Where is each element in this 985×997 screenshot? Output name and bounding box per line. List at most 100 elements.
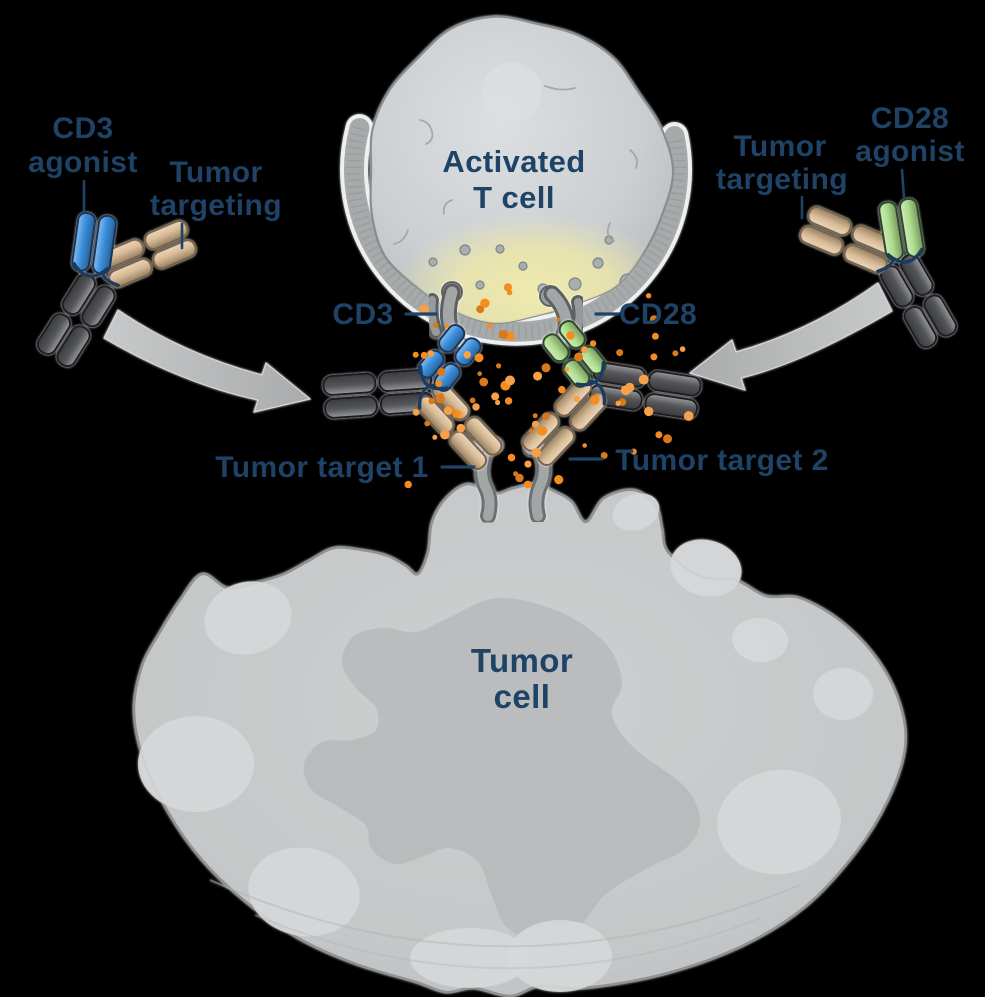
bispecific-antibody-cd3-tumor1 — [322, 323, 503, 471]
capsule-segment — [807, 205, 852, 237]
cytokine-dot — [649, 315, 659, 324]
cytokine-dot — [528, 428, 534, 434]
cytokine-dot — [432, 434, 438, 440]
tumor-cell-light-blob — [410, 928, 530, 988]
cytokine-dot — [463, 351, 472, 359]
cytokine-dot — [582, 443, 587, 448]
cytokine-dot — [524, 460, 532, 468]
cytokine-dot — [541, 363, 551, 373]
capsule-segment — [903, 305, 938, 349]
granule — [495, 244, 505, 254]
cytokine-dot — [495, 399, 501, 406]
cytokine-dot — [531, 420, 540, 428]
label-tumor-targeting-left-line1: Tumor — [169, 156, 262, 189]
cytokine-dot — [498, 329, 508, 340]
cytokine-dot — [424, 420, 431, 427]
tumor-cell-texture-arc — [254, 914, 761, 970]
capsule-segment — [542, 333, 570, 363]
cytokine-dot — [558, 385, 566, 394]
cytokine-dot — [428, 397, 435, 405]
cytokine-dot — [616, 349, 624, 357]
cytokine-dot — [419, 304, 430, 315]
cytokine-dot — [663, 434, 672, 444]
cytokine-dot — [440, 429, 450, 440]
cytokine-dot — [444, 323, 450, 328]
tumor-cell-light-blob — [670, 539, 742, 597]
cytokine-dot — [590, 395, 600, 405]
capsule-segment — [799, 225, 844, 256]
hinge-staple — [575, 360, 606, 387]
capsule-segment — [322, 372, 377, 396]
antibody-cd28-agonist-tumor-targeting — [799, 197, 958, 349]
cytokine-dot — [432, 322, 439, 328]
cytokine-dot — [469, 397, 476, 404]
cytokine-dot — [412, 351, 419, 358]
granule — [459, 244, 471, 256]
capsule-segment — [899, 253, 934, 297]
label-activated-t-cell-line1: Activated — [442, 144, 585, 179]
cytokine-dot — [506, 332, 516, 341]
label-activated-t-cell-line2: T cell — [473, 180, 555, 215]
tumor-cell-light-blob — [813, 668, 873, 720]
capsule-segment — [647, 370, 702, 397]
cytokine-dot — [452, 409, 461, 418]
capsule-segment — [36, 312, 72, 356]
label-cd28: CD28 — [619, 298, 697, 331]
synapse-band-texture — [346, 126, 686, 340]
capsule-segment — [144, 219, 189, 251]
cytokine-dot — [443, 406, 453, 415]
cytokine-dot — [581, 346, 588, 354]
granule — [518, 261, 528, 271]
hinge-staple — [72, 261, 110, 278]
cytokine-dot — [644, 406, 654, 417]
capsule-segment — [378, 368, 433, 393]
capsule-segment — [536, 426, 575, 467]
granule — [475, 280, 485, 290]
cytokine-dot — [672, 350, 679, 357]
label-tumor-targeting-right-line2: targeting — [716, 163, 848, 196]
cytokine-dot — [542, 412, 550, 421]
cytokine-dot — [625, 382, 635, 393]
capsule-segment — [81, 285, 116, 328]
cytokine-dot — [655, 431, 663, 439]
tumor-cell-light-blob — [248, 847, 360, 937]
cytokine-dot — [515, 473, 524, 483]
antibody-arm — [878, 197, 925, 264]
t-cell-surface-cracks — [393, 85, 639, 245]
cytokine-dot — [435, 380, 443, 387]
tumor-cell-light-blob — [138, 716, 254, 812]
cytokine-dot — [420, 351, 428, 359]
cytokine-dot — [533, 371, 543, 381]
cytokine-dot — [479, 377, 489, 387]
tumor-cell — [132, 482, 907, 997]
cytokine-dot — [651, 332, 659, 340]
cytokine-dot — [523, 480, 532, 489]
tumor-cell-texture-arc — [209, 879, 801, 948]
cytokine-dot — [532, 413, 538, 419]
tumor-cell-light-blob — [612, 493, 660, 531]
cytokine-dot — [566, 331, 575, 340]
granule — [592, 257, 604, 269]
label-tumor-cell-line1: Tumor — [471, 642, 573, 679]
cytokine-dot — [507, 453, 516, 462]
capsule-segment — [449, 430, 488, 471]
tumor-cell-light-blobs — [138, 493, 873, 992]
cytokine-dot — [615, 400, 621, 406]
label-tumor-cell-line2: cell — [494, 678, 551, 715]
cytokine-dot — [638, 374, 649, 385]
hinge-staple — [886, 247, 924, 264]
cytokine-dot — [531, 447, 541, 458]
cytokine-dot — [437, 367, 446, 377]
cd28-agonist-leader-line — [900, 168, 906, 200]
cytokine-dots — [404, 283, 694, 489]
cytokine-dot — [573, 395, 581, 403]
cytokine-dot — [504, 397, 513, 405]
cytokine-dot — [556, 317, 561, 322]
cytokine-dot — [496, 363, 502, 369]
cytokine-dot — [537, 426, 548, 436]
cytokine-dot — [404, 480, 412, 489]
cytokine-dot — [574, 352, 584, 362]
cytokine-dot — [472, 403, 480, 411]
label-cd3: CD3 — [332, 298, 393, 331]
